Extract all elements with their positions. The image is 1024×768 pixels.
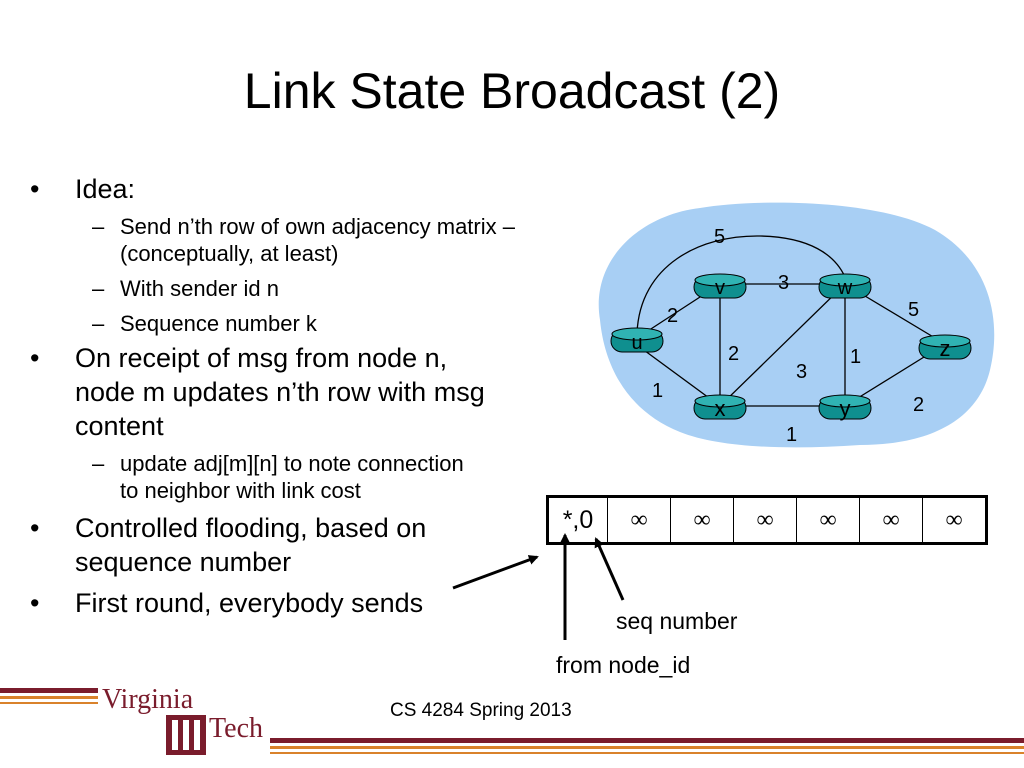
cost-v-w: 3 bbox=[778, 272, 789, 294]
logo-virginia-text: Virginia bbox=[102, 684, 194, 715]
label-from-node-id: from node_id bbox=[556, 652, 691, 678]
slide-title: Link State Broadcast (2) bbox=[243, 63, 781, 119]
node-label-y: y bbox=[840, 396, 851, 421]
edge-u-w bbox=[636, 235, 846, 334]
table-cell-cost: ∞ bbox=[796, 496, 860, 544]
cost-u-w: 5 bbox=[714, 226, 725, 248]
edge-w-x bbox=[719, 283, 846, 407]
node-label-u: u bbox=[631, 332, 642, 354]
node-label-v: v bbox=[715, 277, 725, 299]
cost-w-y: 1 bbox=[850, 346, 861, 368]
message-row-table: *,0 ∞ ∞ ∞ ∞ ∞ ∞ bbox=[546, 495, 988, 545]
cost-u-v: 2 bbox=[667, 305, 678, 327]
node-label-x: x bbox=[715, 396, 726, 421]
network-cloud bbox=[598, 202, 995, 448]
virginia-tech-logo: Virginia Tech bbox=[102, 684, 263, 755]
cost-w-x: 3 bbox=[796, 361, 807, 383]
table-cell-cost: ∞ bbox=[733, 496, 797, 544]
label-seq-number: seq number bbox=[616, 608, 738, 634]
table-cell-cost: ∞ bbox=[670, 496, 734, 544]
cost-y-z: 2 bbox=[913, 394, 924, 416]
logo-tech-text: Tech bbox=[209, 713, 263, 744]
table-cell-sender-seq: *,0 bbox=[547, 496, 608, 544]
cost-u-x: 1 bbox=[652, 380, 663, 402]
edge-costs: 5 3 2 5 2 1 3 1 2 1 bbox=[652, 226, 924, 446]
arrow-first-round-to-table bbox=[452, 555, 539, 590]
cost-v-x: 2 bbox=[728, 343, 739, 365]
router-x: x bbox=[693, 394, 747, 421]
table-cell-cost: ∞ bbox=[607, 496, 671, 544]
table-row: *,0 ∞ ∞ ∞ ∞ ∞ ∞ bbox=[547, 496, 987, 544]
router-v: v bbox=[693, 273, 747, 299]
table-cell-cost: ∞ bbox=[859, 496, 923, 544]
node-label-w: w bbox=[837, 277, 853, 299]
node-label-z: z bbox=[940, 336, 951, 361]
router-z: z bbox=[918, 334, 972, 361]
footer-stripes bbox=[0, 688, 1024, 754]
router-u: u bbox=[610, 327, 664, 354]
cost-w-z: 5 bbox=[908, 299, 919, 321]
footer-course: CS 4284 Spring 2013 bbox=[390, 700, 572, 721]
router-y: y bbox=[818, 394, 872, 421]
arrow-seq-number bbox=[594, 537, 625, 601]
cost-x-y: 1 bbox=[786, 424, 797, 446]
table-cell-cost: ∞ bbox=[922, 496, 987, 544]
router-w: w bbox=[818, 273, 872, 299]
